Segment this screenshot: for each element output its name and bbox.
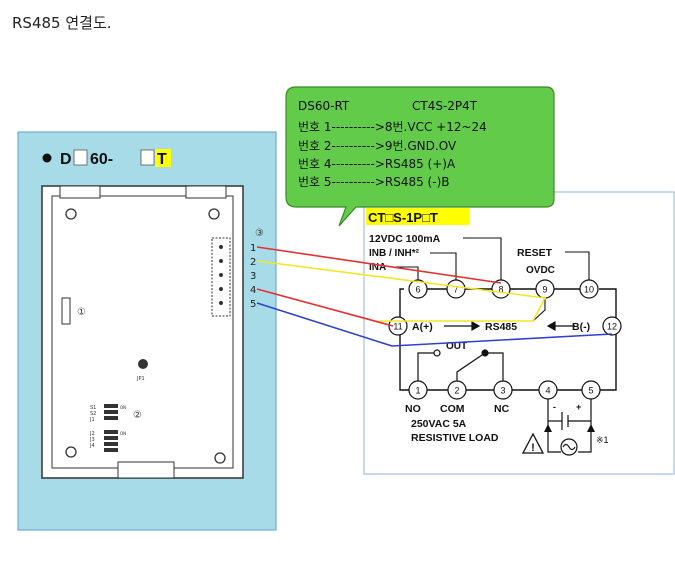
wire-yellow xyxy=(256,260,547,322)
no-label: NO xyxy=(405,403,421,415)
mount-hole-icon xyxy=(208,208,220,220)
speech-bubble: DS60-RT CT4S-2P4T 번호 1---------->8번.VCC … xyxy=(285,86,555,227)
load-line1: 250VAC 5A xyxy=(411,418,467,430)
bubble-header-left: DS60-RT xyxy=(298,99,350,113)
nc-label: NC xyxy=(494,403,510,415)
power-source-icon xyxy=(547,399,592,456)
board-tab xyxy=(59,185,101,199)
switch-label: J1 xyxy=(89,417,95,423)
pin-number: 2 xyxy=(250,257,256,268)
svg-text:-: - xyxy=(553,402,556,412)
out-label: OUT xyxy=(446,341,467,352)
bubble-line: 번호 4---------->RS485 (+)A xyxy=(298,157,456,171)
switch-label: S1 xyxy=(90,405,96,411)
svg-text:!: ! xyxy=(531,442,535,454)
terminal-10: 10 xyxy=(584,285,594,295)
jumper-icon xyxy=(138,359,148,369)
board-inner xyxy=(51,195,234,469)
ina-label: INA xyxy=(369,262,386,273)
terminal-2: 2 xyxy=(454,386,459,396)
a-label: A(+) xyxy=(412,321,433,333)
terminal-5: 5 xyxy=(588,386,593,396)
switch-label: S2 xyxy=(90,411,96,417)
load-line2: RESISTIVE LOAD xyxy=(411,432,499,444)
board-tab xyxy=(185,185,227,199)
com-label: COM xyxy=(440,403,465,415)
terminal-1: 1 xyxy=(415,386,420,396)
right-device: CT□S-1P□T 12VDC 100mA INB / INH*² INA RE… xyxy=(363,191,675,475)
warning-icon: ! xyxy=(521,432,545,454)
pin-number: 3 xyxy=(250,271,256,282)
dip-switches xyxy=(104,404,118,452)
bubble-line: 번호 5---------->RS485 (-)B xyxy=(298,175,450,189)
left-device: D 60- T ① JP1 S1 S2 xyxy=(17,131,277,531)
device-label-60: 60- xyxy=(90,151,113,168)
bubble-line: 번호 1---------->8번.VCC +12~24 xyxy=(298,120,487,134)
reset-label: RESET xyxy=(517,247,553,259)
page-title: RS485 연결도. xyxy=(12,14,112,32)
switch-label: J4 xyxy=(89,443,95,449)
terminal-3: 3 xyxy=(500,386,505,396)
bubble-header-right: CT4S-2P4T xyxy=(412,99,478,113)
right-device-panel xyxy=(363,191,675,475)
bubble-line: 번호 2---------->9번.GND.OV xyxy=(298,139,457,153)
label-bullet-icon xyxy=(42,153,52,163)
relay-contact-icon xyxy=(417,349,504,381)
terminal-11: 11 xyxy=(393,322,402,332)
terminal-4: 4 xyxy=(545,386,550,396)
mount-hole-icon xyxy=(65,446,77,458)
note-label: ※1 xyxy=(596,435,609,445)
inb-label: INB / INH*² xyxy=(369,248,420,259)
device-label-d: D xyxy=(60,151,72,168)
mount-hole-icon xyxy=(214,452,226,464)
power-label: 12VDC 100mA xyxy=(369,233,441,245)
rs485-label: RS485 xyxy=(485,321,517,333)
model-label-highlight xyxy=(366,208,470,225)
callout-2: ② xyxy=(133,410,142,421)
pin-number: 1 xyxy=(250,243,256,254)
on-label: ON xyxy=(120,431,126,436)
model-label: CT□S-1P□T xyxy=(368,210,438,225)
terminal-9: 9 xyxy=(542,285,547,295)
wires xyxy=(256,246,613,347)
terminal-6: 6 xyxy=(415,285,420,295)
label-placeholder-box xyxy=(140,149,155,166)
jumper-label: JP1 xyxy=(136,376,145,382)
b-label: B(-) xyxy=(572,321,590,333)
pin-number: 4 xyxy=(250,285,256,296)
terminal-7: 7 xyxy=(453,285,458,295)
connector-1 xyxy=(61,297,71,325)
device-label-t: T xyxy=(157,151,167,168)
svg-text:+: + xyxy=(576,402,581,412)
wire-red-2 xyxy=(256,288,394,327)
wire-red-1 xyxy=(256,246,502,284)
terminal-12: 12 xyxy=(607,322,617,332)
switch-label: J3 xyxy=(89,437,95,443)
callout-1: ① xyxy=(77,307,86,318)
callout-3: ③ xyxy=(255,228,264,239)
switch-label: J2 xyxy=(89,431,95,437)
label-highlight xyxy=(155,149,171,167)
wire-blue xyxy=(256,302,613,347)
ovdc-label: OVDC xyxy=(526,265,555,276)
board-tab xyxy=(117,461,175,479)
on-label: ON xyxy=(120,405,126,410)
terminal-8: 8 xyxy=(498,285,503,295)
pin-number: 5 xyxy=(250,299,256,310)
label-placeholder-box xyxy=(73,149,88,166)
mount-hole-icon xyxy=(65,208,77,220)
